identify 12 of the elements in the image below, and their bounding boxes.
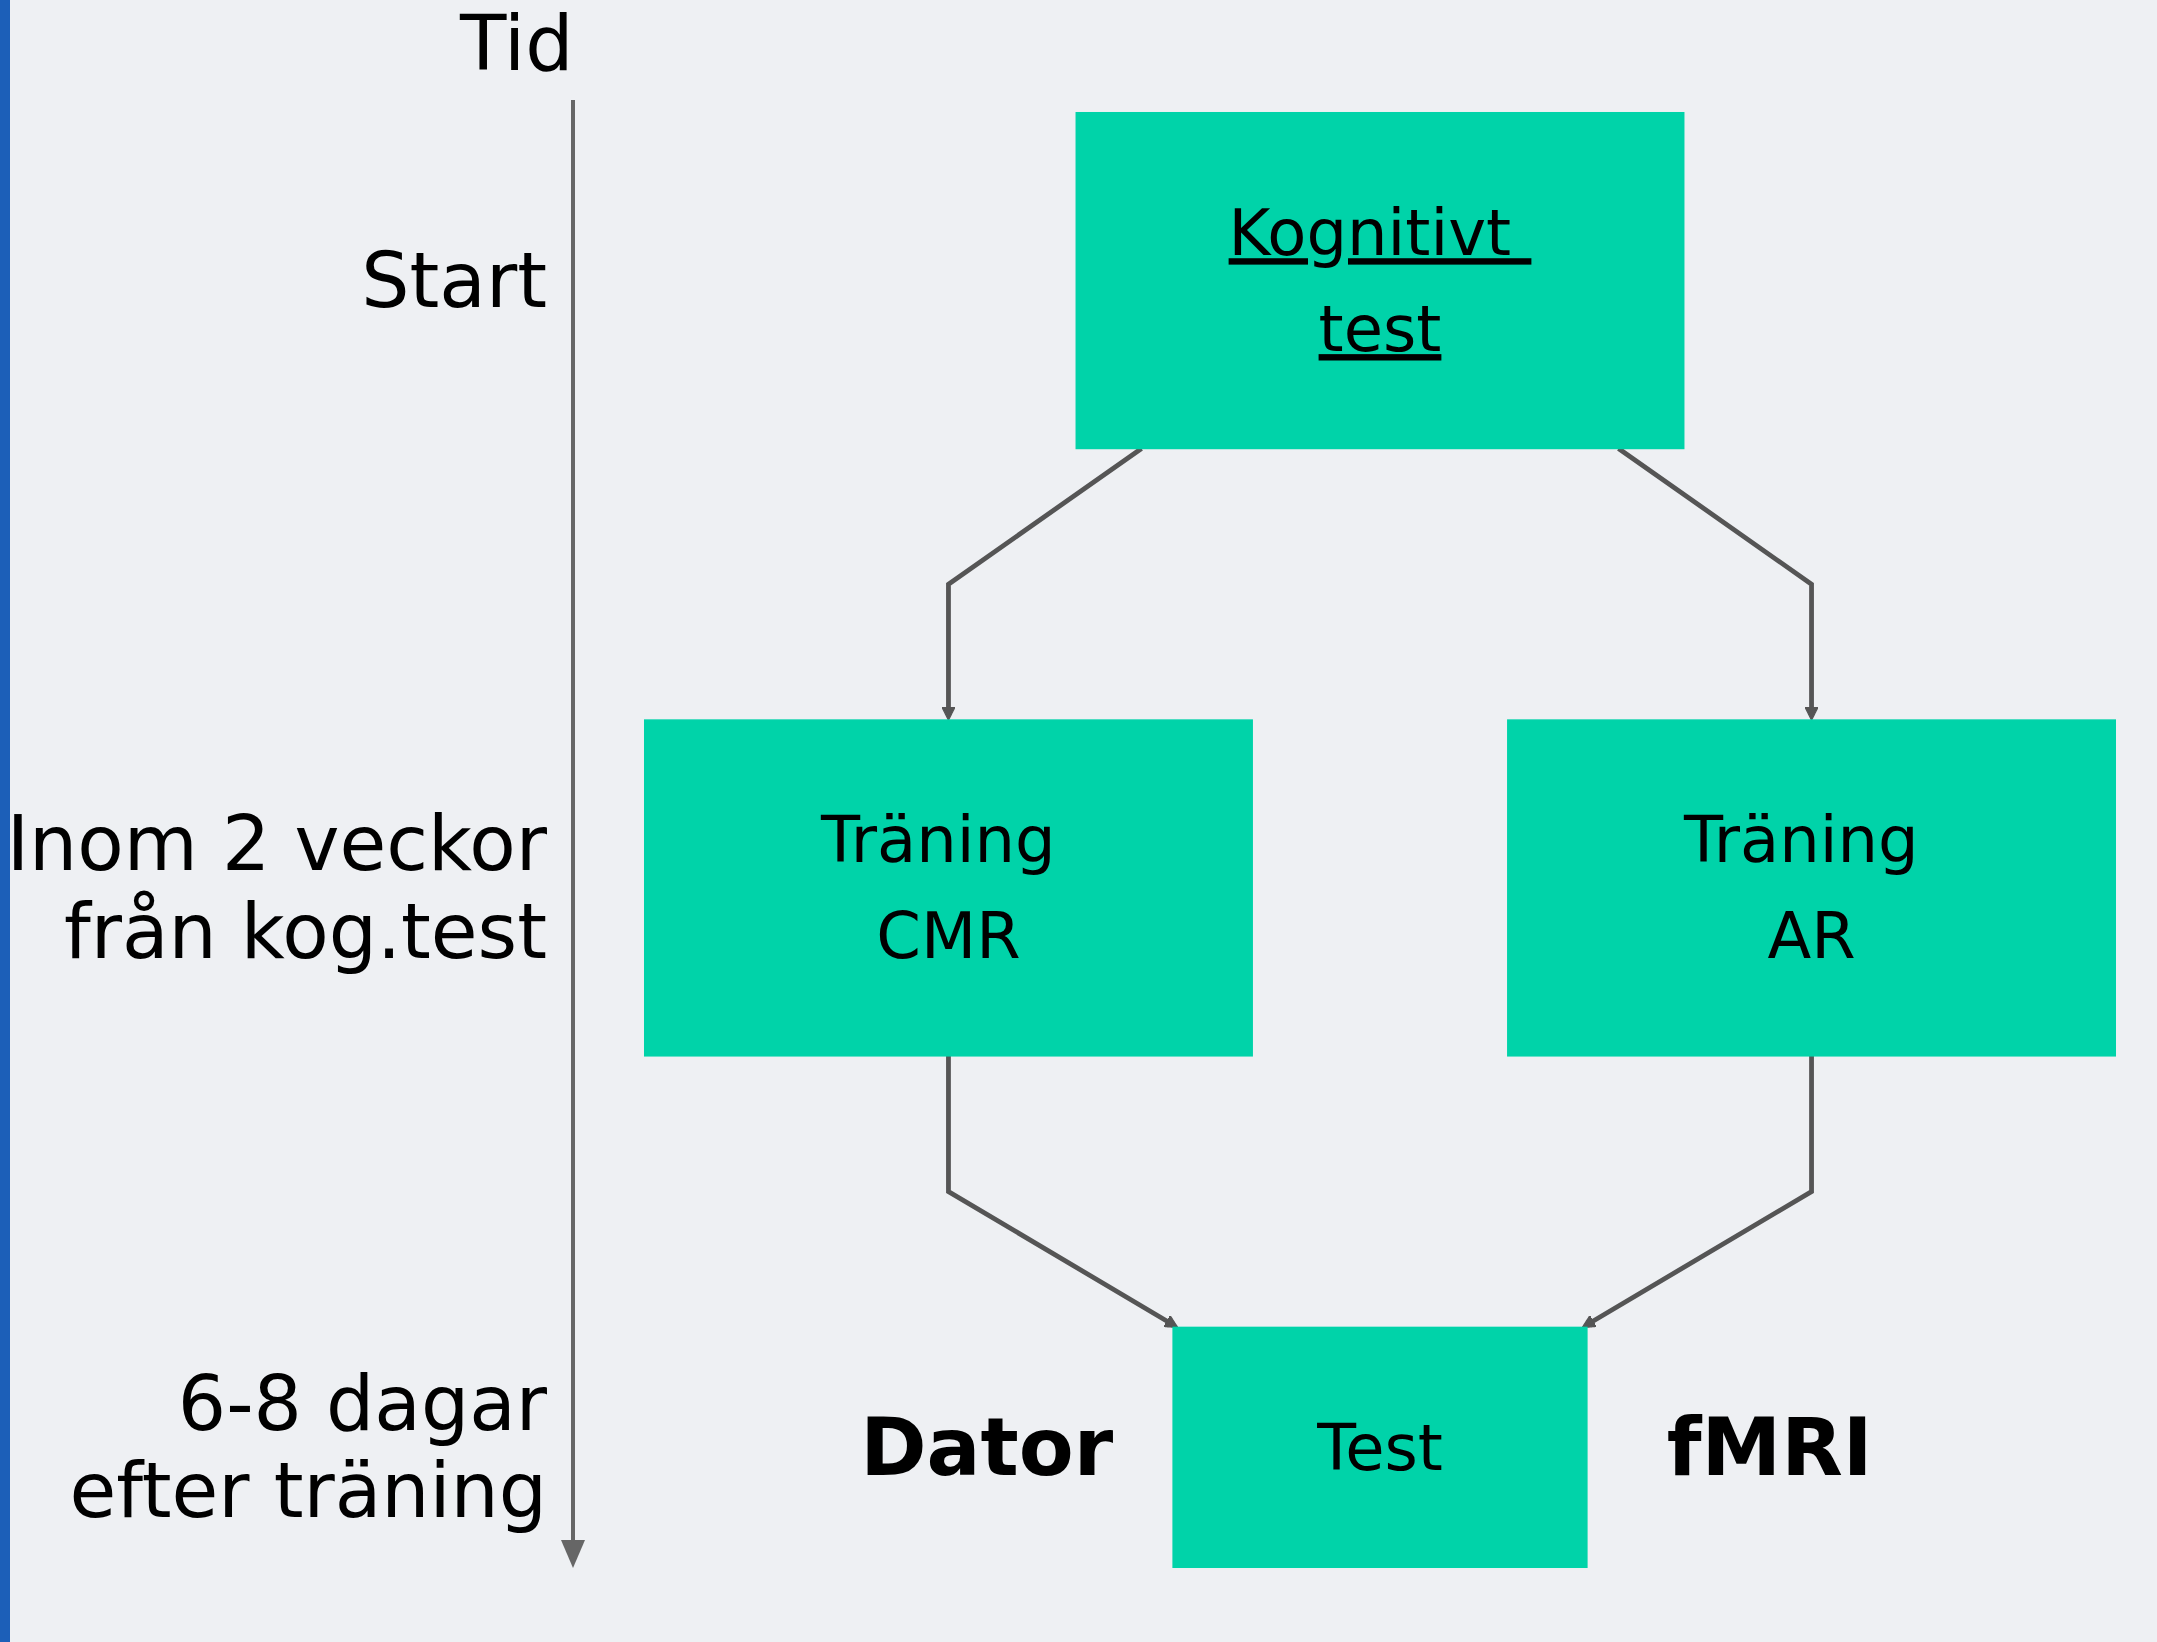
- node-box: Test: [1172, 1326, 1588, 1568]
- node-box: Träning AR: [1507, 719, 2116, 1057]
- side-label: fMRI: [1666, 1400, 1873, 1494]
- time-label: 6-8 dagar efter träning: [68, 1359, 547, 1535]
- node-box: Kognitivt test: [1075, 112, 1685, 450]
- time-label: Start: [360, 237, 547, 325]
- arrow: [1581, 1055, 1814, 1329]
- time-label: Inom 2 veckor från kog.test: [10, 800, 547, 976]
- arrow: [946, 1055, 1179, 1329]
- side-label: Dator: [860, 1400, 1114, 1494]
- node-box: Träning CMR: [644, 719, 1253, 1057]
- axis-title: Tid: [460, 0, 574, 88]
